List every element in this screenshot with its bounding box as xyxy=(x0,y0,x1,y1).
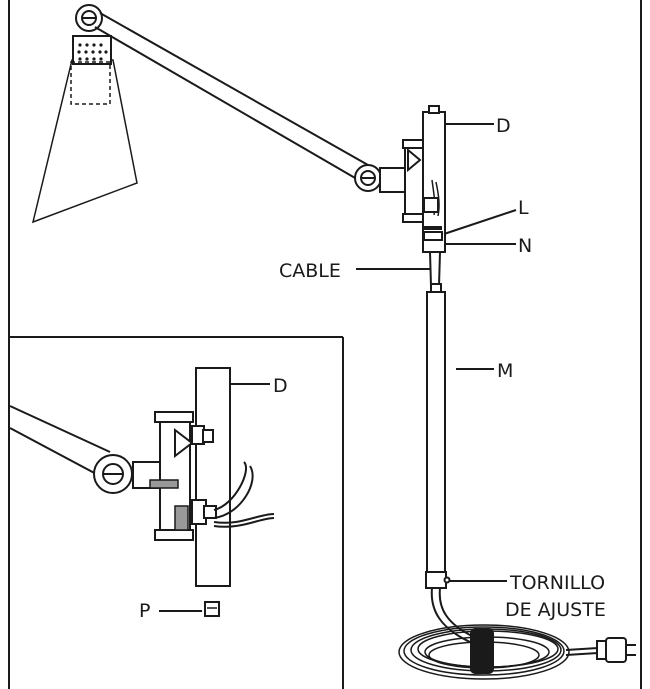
label-n: N xyxy=(518,235,532,257)
inset-detail: D P xyxy=(9,336,344,689)
label-d-inset: D xyxy=(273,375,288,397)
label-d-top: D xyxy=(496,115,511,137)
lamp-shade xyxy=(72,35,112,65)
lamp-arm xyxy=(94,12,382,192)
mounting-plate-top xyxy=(422,105,446,253)
lamp-head xyxy=(31,4,138,224)
leader-l xyxy=(443,209,517,235)
label-screw-line1: TORNILLO xyxy=(509,572,605,594)
inset-mounting-plate xyxy=(191,367,275,617)
wall-bracket xyxy=(379,139,426,223)
label-l: L xyxy=(518,197,529,219)
cable-coil xyxy=(398,624,599,680)
cable-and-conduit xyxy=(425,251,477,643)
shade-vent-holes xyxy=(77,43,108,61)
label-p: P xyxy=(139,600,150,622)
label-cable: CABLE xyxy=(279,260,341,282)
conduit-tube-m xyxy=(426,291,446,575)
inset-bracket xyxy=(132,411,194,541)
label-screw-line2: DE AJUSTE xyxy=(505,599,606,621)
adjustment-collar xyxy=(425,571,447,589)
light-cone xyxy=(31,59,138,224)
label-m: M xyxy=(497,360,513,382)
bulb-outline xyxy=(70,61,111,105)
coil-tie xyxy=(470,628,494,674)
power-plug xyxy=(596,637,636,663)
inset-foot-p xyxy=(204,601,220,617)
inset-arm xyxy=(9,405,133,494)
